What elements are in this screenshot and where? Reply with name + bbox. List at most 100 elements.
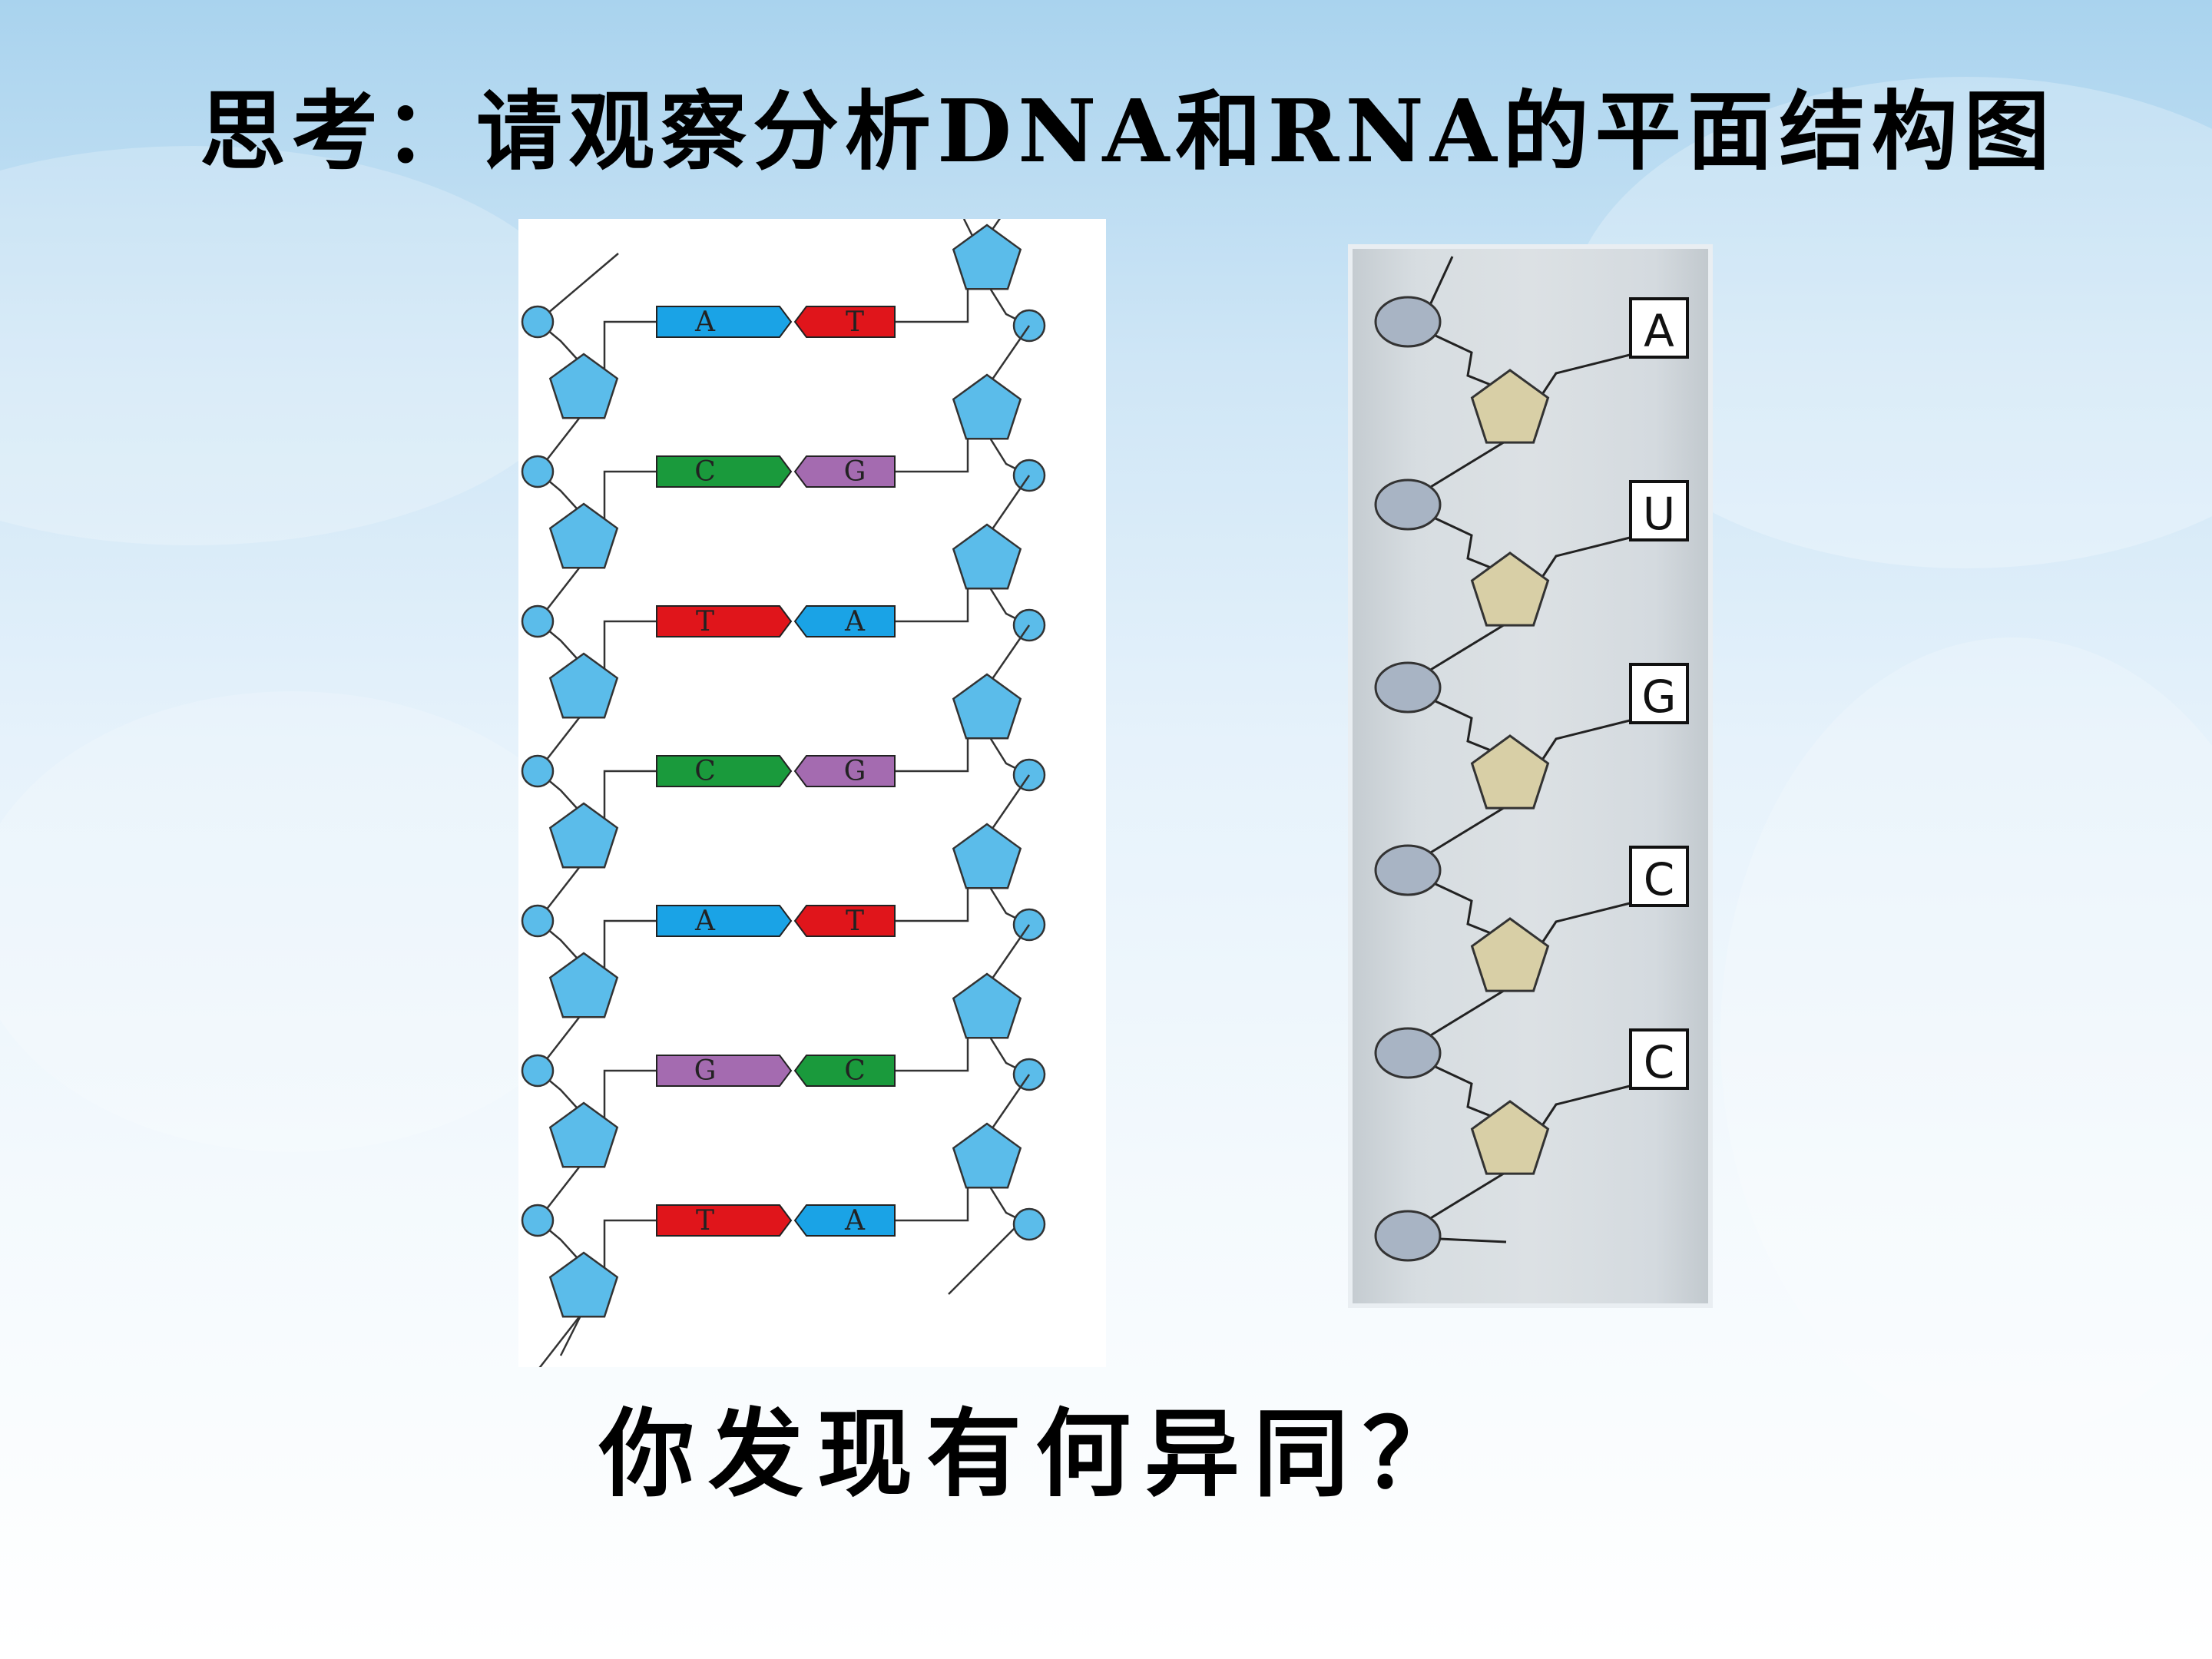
rna-base-letter: C — [1644, 853, 1675, 906]
rna-sugar-base-bond — [1535, 1084, 1634, 1134]
dna-base-letter-right: G — [844, 456, 866, 488]
rna-sugar-base-bond — [1535, 353, 1634, 403]
dna-base-letter-right: C — [844, 1055, 866, 1087]
dna-phosphate-left — [521, 305, 555, 339]
dna-base-left — [656, 455, 793, 488]
rna-base-letter: A — [1644, 305, 1674, 357]
rna-base-box — [1629, 1028, 1689, 1090]
dna-backbone-bond — [985, 624, 1031, 687]
dna-sugar-right — [952, 823, 1022, 889]
rna-sugar-base-bond — [1535, 535, 1634, 586]
dna-base-letter-right: G — [844, 756, 866, 787]
dna-base-letter-left: G — [694, 1055, 717, 1087]
dna-base-left — [656, 306, 793, 338]
dna-sugar-right — [952, 523, 1022, 590]
dna-phosphate-left — [521, 455, 555, 488]
rna-phosphate — [1374, 661, 1442, 714]
dna-backbone-bond — [985, 924, 1031, 987]
dna-sugar-left — [548, 952, 619, 1018]
dna-sugar-base-bond — [895, 1009, 969, 1072]
rna-base-letter: U — [1643, 488, 1675, 540]
rna-phosphate — [1374, 296, 1442, 348]
dna-backbone-bond — [985, 219, 1002, 238]
dna-sugar-right — [952, 373, 1022, 440]
rna-base-box — [1629, 846, 1689, 907]
dna-backbone-bond — [985, 475, 1031, 538]
rna-sugar — [1470, 1100, 1550, 1175]
rna-base-box — [1629, 480, 1689, 541]
dna-phosphate-left — [521, 754, 555, 788]
rna-backbone-bond — [1429, 439, 1507, 489]
dna-base-right — [793, 1055, 896, 1087]
dna-base-left — [656, 605, 793, 637]
slide-title: 思考：请观察分析DNA和RNA的平面结构图 — [200, 81, 2056, 182]
dna-backbone-end — [948, 1217, 1026, 1295]
rna-base-box — [1629, 297, 1689, 359]
dna-base-letter-left: C — [694, 456, 716, 488]
dna-base-right — [793, 605, 896, 637]
dna-phosphate-left — [521, 904, 555, 938]
dna-base-letter-left: C — [694, 756, 716, 787]
dna-sugar-base-bond — [895, 410, 969, 473]
dna-phosphate-left — [521, 1204, 555, 1237]
dna-base-left — [656, 755, 793, 787]
dna-base-letter-left: A — [694, 906, 716, 937]
rna-backbone-end — [1428, 256, 1454, 307]
dna-sugar-left — [548, 502, 619, 569]
dna-base-letter-left: A — [694, 306, 716, 338]
rna-sugar-base-bond — [1535, 718, 1634, 769]
rna-backbone-bond — [1429, 1171, 1507, 1220]
dna-phosphate-left — [521, 604, 555, 638]
dna-sugar-base-bond — [895, 859, 969, 922]
dna-base-right — [793, 455, 896, 488]
rna-base-box — [1629, 663, 1689, 724]
rna-phosphate — [1374, 1027, 1442, 1079]
dna-phosphate-left — [521, 1054, 555, 1088]
dna-sugar-right — [952, 224, 1022, 290]
dna-backbone-bond — [985, 774, 1031, 837]
dna-base-left — [656, 1204, 793, 1237]
dna-base-right — [793, 306, 896, 338]
dna-base-left — [656, 905, 793, 937]
dna-base-letter-right: A — [844, 606, 866, 637]
dna-sugar-left — [548, 353, 619, 419]
dna-sugar-base-bond — [895, 710, 969, 773]
dna-sugar-base-bond — [603, 919, 657, 988]
dna-backbone-end — [537, 253, 619, 323]
dna-sugar-left — [548, 652, 619, 719]
rna-phosphate — [1374, 478, 1442, 531]
rna-backbone-end — [1439, 1237, 1507, 1243]
rna-sugar — [1470, 369, 1550, 444]
dna-sugar-base-bond — [895, 260, 969, 323]
rna-sugar — [1470, 917, 1550, 992]
dna-backbone-bond — [985, 325, 1031, 388]
dna-sugar-base-bond — [603, 470, 657, 539]
dna-base-letter-right: T — [846, 906, 864, 937]
dna-phosphate-right — [1012, 1207, 1046, 1241]
dna-backbone-bond — [538, 1310, 584, 1367]
rna-backbone-bond — [1429, 622, 1507, 672]
dna-base-letter-right: T — [846, 306, 864, 338]
dna-sugar-left — [548, 1251, 619, 1318]
dna-sugar-base-bond — [603, 1219, 657, 1288]
dna-base-letter-left: T — [696, 1205, 714, 1237]
dna-sugar-base-bond — [603, 1069, 657, 1138]
rna-sugar-base-bond — [1535, 901, 1634, 952]
rna-sugar — [1470, 734, 1550, 810]
slide-question: 你发现有何异同？ — [599, 1399, 1472, 1510]
dna-sugar-right — [952, 1122, 1022, 1189]
dna-sugar-base-bond — [603, 320, 657, 389]
dna-base-left — [656, 1055, 793, 1087]
dna-base-right — [793, 905, 896, 937]
rna-sugar — [1470, 551, 1550, 627]
dna-backbone-bond — [985, 1074, 1031, 1137]
dna-sugar-base-bond — [603, 620, 657, 689]
dna-base-letter-right: A — [844, 1205, 866, 1237]
dna-sugar-left — [548, 1101, 619, 1168]
dna-base-right — [793, 755, 896, 787]
